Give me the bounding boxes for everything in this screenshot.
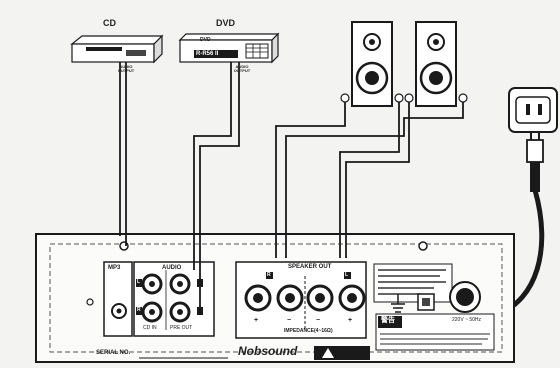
dvd-face-text: DVD [200, 37, 211, 43]
mp3-label: MP3 [108, 265, 121, 271]
speaker-cables [275, 102, 464, 258]
serial-number-label: SERIAL NO. [96, 350, 131, 356]
power-label: 220V ~ 50Hz [452, 317, 482, 323]
cd-player [70, 34, 164, 64]
dvd-player [178, 32, 280, 64]
power-switch-icon [417, 293, 435, 311]
ground-icon [391, 294, 405, 313]
power-plug [526, 133, 544, 192]
speaker-icon [340, 21, 404, 107]
cd-audio-output-label: AUDIO OUTPUT [117, 64, 135, 73]
warning-title: 警告 [381, 316, 395, 324]
speaker-out-label: SPEAKER OUT [288, 264, 332, 270]
terminal-minus-1: − [287, 317, 292, 324]
speaker-icon [404, 21, 468, 107]
amplifier-back-panel [35, 233, 515, 363]
terminal-plus-1: + [254, 317, 259, 324]
warning-triangle-icon [322, 348, 334, 358]
dvd-audio-output-label: AUDIO OUTPUT [233, 64, 251, 73]
power-outlet-icon [508, 87, 558, 133]
dvd-model-text: R-R56 II [196, 51, 219, 57]
terminal-plus-2: + [348, 317, 353, 324]
dvd-label: DVD [216, 18, 236, 28]
terminal-minus-2: − [316, 317, 321, 324]
audio-label: AUDIO [162, 265, 182, 271]
audio-channel-right: R [137, 307, 141, 313]
brand-logo: Nobsound [238, 344, 298, 358]
pre-out-label: PRE OUT [170, 325, 193, 331]
audio-channel-left: L [137, 279, 141, 285]
cd-label: CD [103, 18, 116, 28]
speaker-channel-left: L [345, 272, 349, 278]
speaker-channel-right: R [267, 272, 271, 278]
audio-cables [119, 62, 240, 310]
cd-in-label: CD IN [143, 325, 157, 331]
impedance-label: IMPEDANCE(4~16Ω) [284, 328, 333, 334]
